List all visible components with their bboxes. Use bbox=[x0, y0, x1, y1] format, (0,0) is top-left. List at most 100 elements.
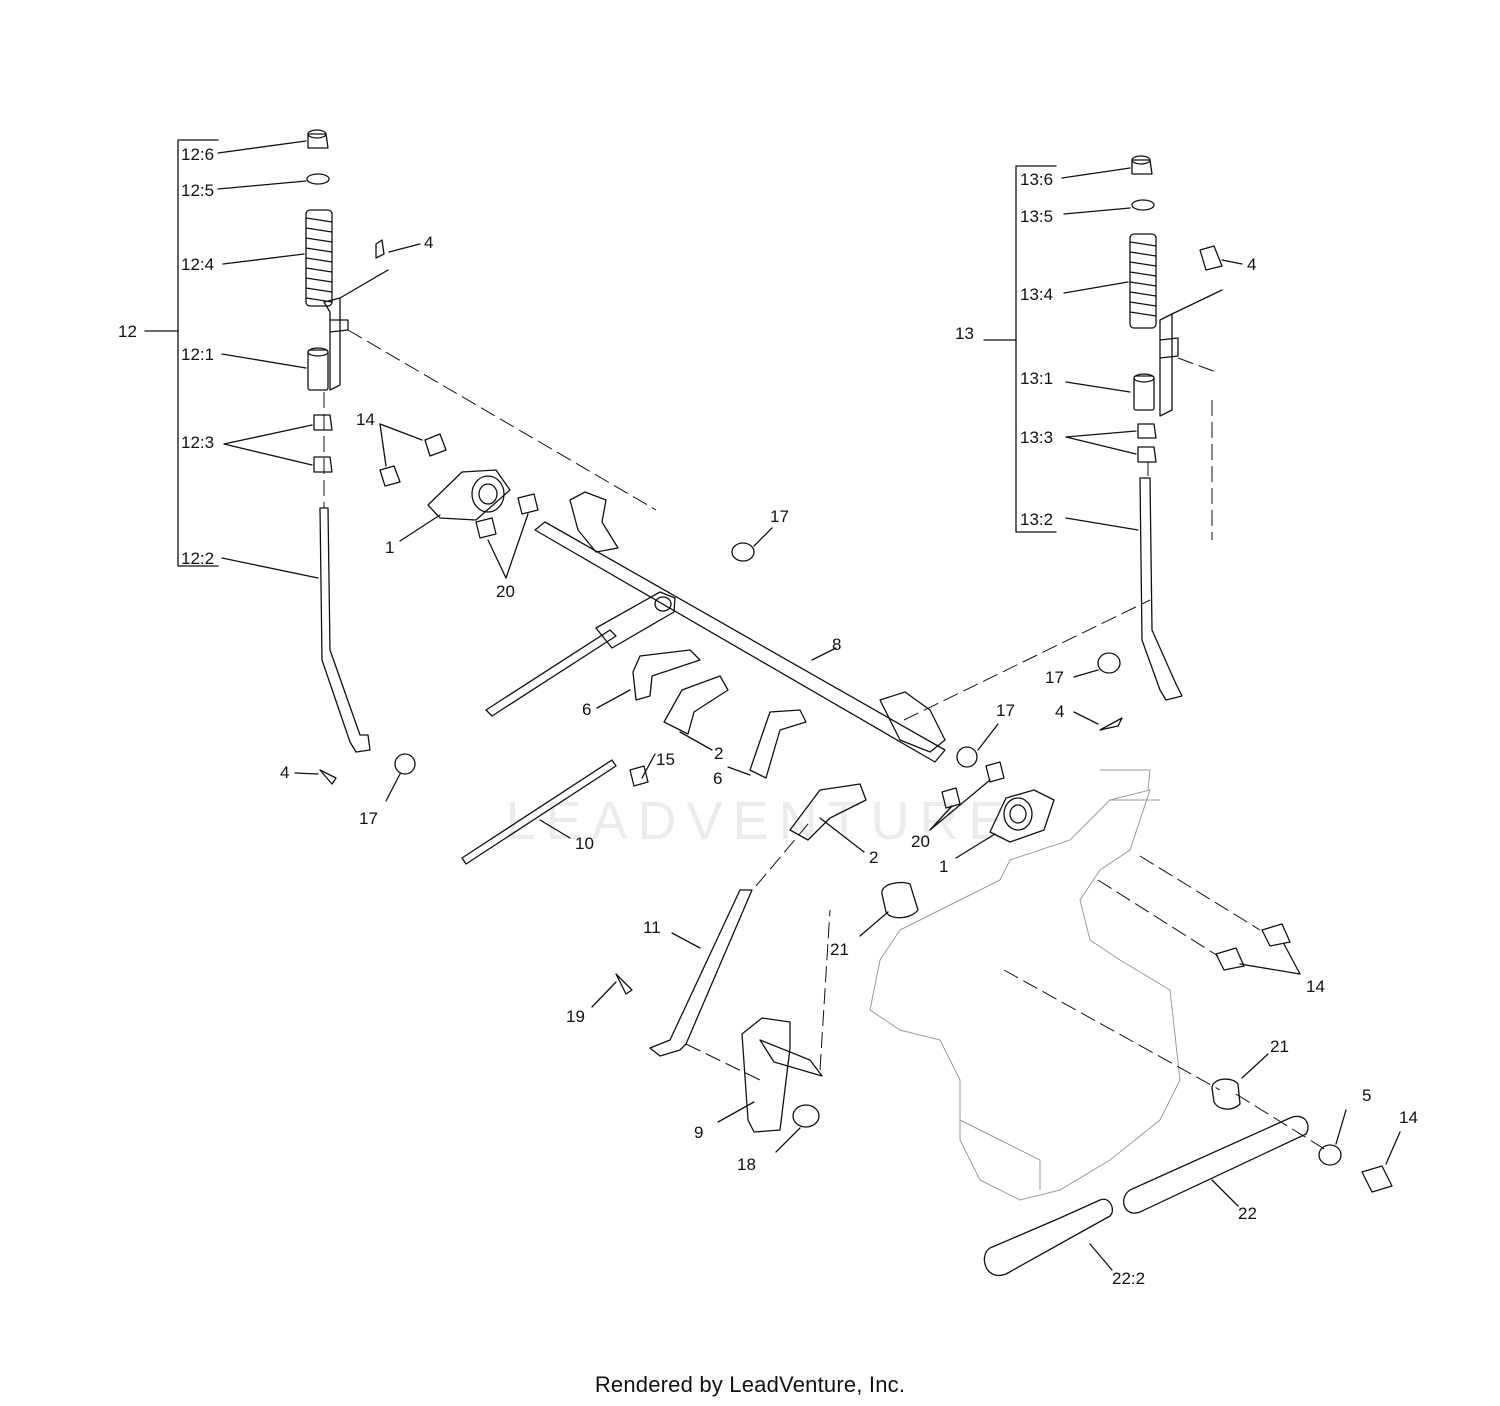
washer-12-5 bbox=[306, 173, 330, 185]
label-13-4: 13:4 bbox=[1020, 285, 1053, 304]
flange-bearing-1a bbox=[427, 469, 511, 521]
lever-6b bbox=[749, 709, 807, 779]
label-2-a: 2 bbox=[714, 744, 723, 763]
washer-17b bbox=[731, 542, 755, 562]
label-12-2: 12:2 bbox=[181, 549, 214, 568]
label-12-4: 12:4 bbox=[181, 255, 214, 274]
bracket-12 bbox=[177, 139, 219, 567]
nuts-20b bbox=[941, 761, 1005, 809]
hairpin-clip-4c bbox=[1199, 245, 1223, 271]
label-1-a: 1 bbox=[385, 538, 394, 557]
washer-5 bbox=[1318, 1144, 1342, 1166]
washer-17c bbox=[956, 746, 978, 768]
spring-13-4 bbox=[1129, 233, 1157, 329]
clevis-upper bbox=[595, 591, 676, 649]
nut-12-6 bbox=[307, 129, 329, 149]
hairpin-clip-4b bbox=[319, 769, 337, 785]
spring-12-4 bbox=[305, 209, 333, 307]
frame-ghost bbox=[869, 769, 1181, 1201]
label-14-b: 14 bbox=[1306, 977, 1325, 996]
label-13-5: 13:5 bbox=[1020, 207, 1053, 226]
label-4-d: 4 bbox=[1055, 702, 1064, 721]
label-21-b: 21 bbox=[1270, 1037, 1289, 1056]
washer-13-5 bbox=[1131, 199, 1155, 211]
label-22-2: 22:2 bbox=[1112, 1269, 1145, 1288]
label-12: 12 bbox=[118, 322, 137, 341]
spacer-12-1 bbox=[307, 347, 329, 391]
label-11: 11 bbox=[643, 918, 661, 937]
lever-6a bbox=[632, 649, 701, 701]
label-13-3: 13:3 bbox=[1020, 428, 1053, 447]
label-4-b: 4 bbox=[280, 763, 289, 782]
bracket-13 bbox=[1015, 165, 1057, 533]
link-22-2 bbox=[983, 1198, 1114, 1277]
label-17-d: 17 bbox=[996, 701, 1015, 720]
label-14-c: 14 bbox=[1399, 1108, 1418, 1127]
label-13-6: 13:6 bbox=[1020, 170, 1053, 189]
hairpin-clip-4d bbox=[1099, 717, 1123, 731]
pin-19 bbox=[615, 973, 633, 995]
footer-credit: Rendered by LeadVenture, Inc. bbox=[594, 1372, 906, 1397]
nuts-20a bbox=[475, 493, 539, 539]
label-12-5: 12:5 bbox=[181, 181, 214, 200]
spacer-13-1 bbox=[1133, 373, 1155, 411]
label-6-a: 6 bbox=[582, 700, 591, 719]
label-6-b: 6 bbox=[713, 769, 722, 788]
label-8: 8 bbox=[832, 635, 841, 654]
washer-17d bbox=[1097, 652, 1121, 674]
label-13: 13 bbox=[955, 324, 974, 343]
label-12-1: 12:1 bbox=[181, 345, 214, 364]
label-13-1: 13:1 bbox=[1020, 369, 1053, 388]
label-13-2: 13:2 bbox=[1020, 510, 1053, 529]
nut-13-3a bbox=[1137, 423, 1157, 439]
bushing-21a bbox=[881, 881, 919, 919]
cross-shaft-8 bbox=[534, 521, 946, 763]
label-4-a: 4 bbox=[424, 233, 433, 252]
label-14-a: 14 bbox=[356, 410, 375, 429]
nut-12-3a bbox=[313, 414, 333, 431]
bolts-14b bbox=[1215, 923, 1291, 971]
label-4-c: 4 bbox=[1247, 255, 1256, 274]
shaft-arm-upper bbox=[569, 491, 619, 553]
spring-bracket-12 bbox=[323, 269, 389, 391]
label-12-3: 12:3 bbox=[181, 433, 214, 452]
washer-17a bbox=[394, 753, 416, 775]
shaft-arm-right bbox=[879, 691, 946, 753]
washer-18 bbox=[792, 1104, 820, 1128]
label-9: 9 bbox=[694, 1123, 703, 1142]
rod-13-2 bbox=[1139, 477, 1183, 701]
rod-12-2 bbox=[319, 507, 371, 753]
label-15: 15 bbox=[656, 750, 675, 769]
control-rod-upper bbox=[485, 629, 617, 717]
control-rod-11 bbox=[649, 889, 753, 1057]
rod-10 bbox=[461, 759, 617, 865]
clevis-2b bbox=[789, 783, 867, 841]
label-17-c: 17 bbox=[1045, 668, 1064, 687]
spring-bracket-13 bbox=[1159, 289, 1223, 417]
label-21-a: 21 bbox=[830, 940, 849, 959]
callout-labels: 12:6 12:5 12:4 4 12 12:1 12:3 12:2 14 1 … bbox=[118, 145, 1418, 1288]
label-18: 18 bbox=[737, 1155, 756, 1174]
label-19: 19 bbox=[566, 1007, 585, 1026]
label-17-a: 17 bbox=[770, 507, 789, 526]
clevis-2a bbox=[663, 675, 729, 735]
nut-15 bbox=[629, 765, 649, 787]
nut-13-3b bbox=[1137, 446, 1157, 463]
link-22 bbox=[1123, 1115, 1309, 1214]
label-20-b: 20 bbox=[911, 832, 930, 851]
label-20-a: 20 bbox=[496, 582, 515, 601]
label-5: 5 bbox=[1362, 1086, 1371, 1105]
label-17-b: 17 bbox=[359, 809, 378, 828]
hairpin-clip-4a bbox=[375, 239, 385, 259]
bushing-21b bbox=[1211, 1078, 1241, 1110]
label-10: 10 bbox=[575, 834, 594, 853]
pivot-arm-9 bbox=[741, 1017, 791, 1133]
nut-12-3b bbox=[313, 456, 333, 473]
label-22: 22 bbox=[1238, 1204, 1257, 1223]
bolt-14c bbox=[1361, 1165, 1393, 1193]
label-2-b: 2 bbox=[869, 848, 878, 867]
nut-13-6 bbox=[1131, 155, 1153, 175]
alignment-lines bbox=[323, 329, 1327, 1151]
bolts-14a bbox=[379, 433, 447, 487]
